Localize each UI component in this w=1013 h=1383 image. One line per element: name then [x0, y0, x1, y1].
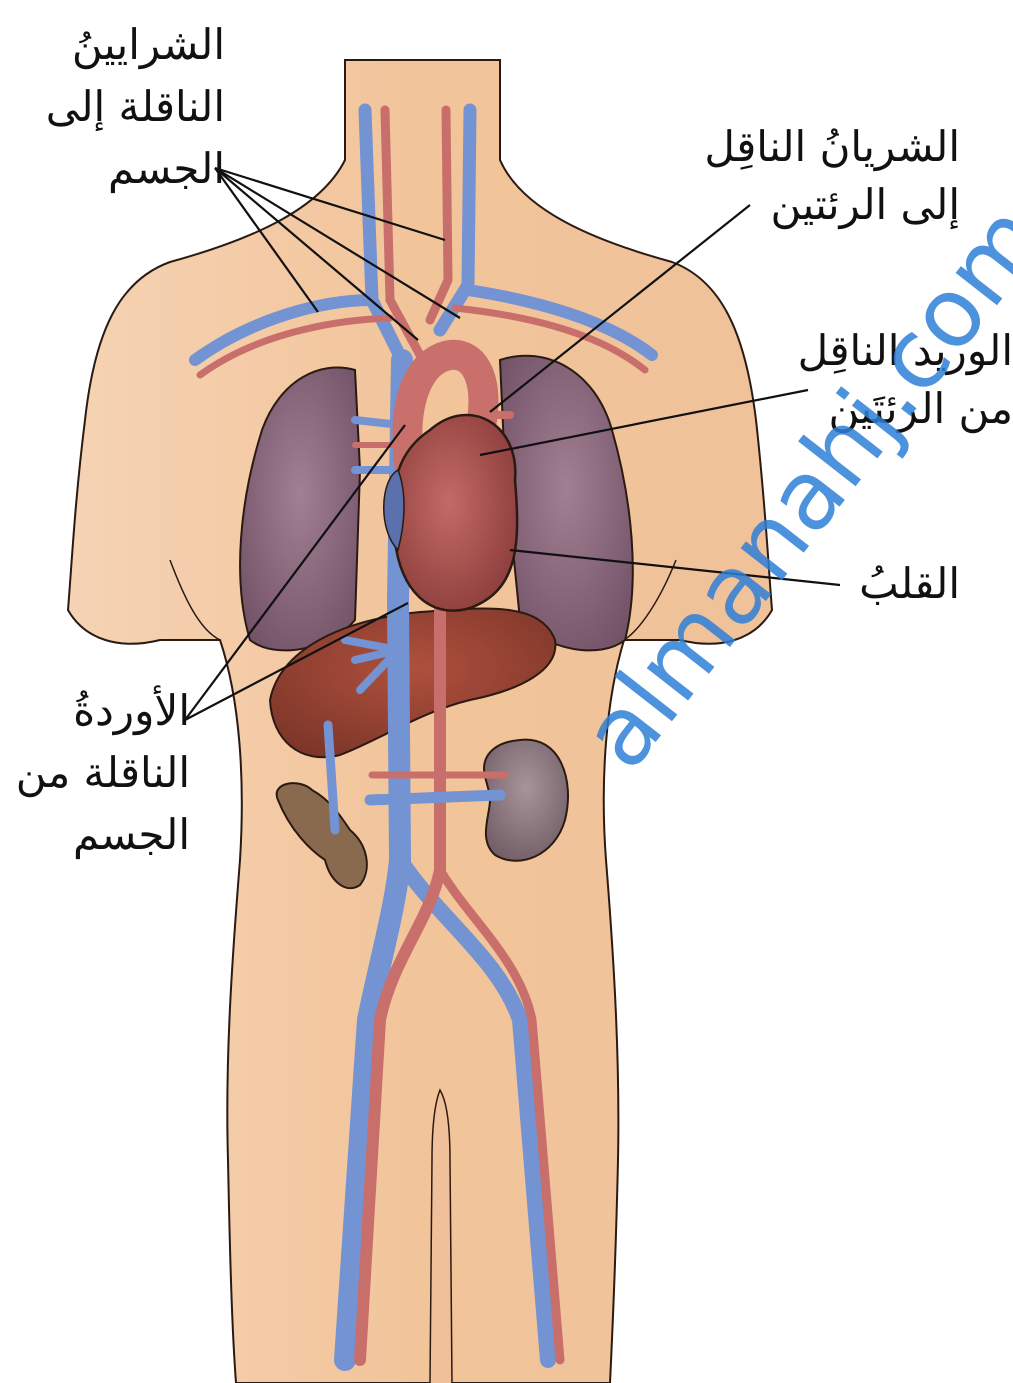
label-pulmonary-artery-line-2: إلى الرئتين: [640, 176, 960, 234]
label-veins-line-3: الجسم: [0, 804, 190, 866]
label-veins-line-2: الناقلة من: [0, 742, 190, 804]
label-arteries-line-1: الشرايينُ: [10, 14, 225, 76]
label-arteries-line-2: الناقلة إلى: [10, 76, 225, 138]
label-arteries-line-3: الجسم: [10, 138, 225, 200]
label-pulmonary-artery-line-1: الشريانُ الناقِل: [640, 118, 960, 176]
label-pulmonary-artery: الشريانُ الناقِل إلى الرئتين: [640, 118, 960, 234]
renal-vein: [370, 795, 500, 800]
label-arteries-to-body: الشرايينُ الناقلة إلى الجسم: [10, 14, 225, 200]
leg-split: [430, 1090, 452, 1383]
label-veins-from-body: الأوردةُ الناقلة من الجسم: [0, 680, 190, 866]
label-veins-line-1: الأوردةُ: [0, 680, 190, 742]
